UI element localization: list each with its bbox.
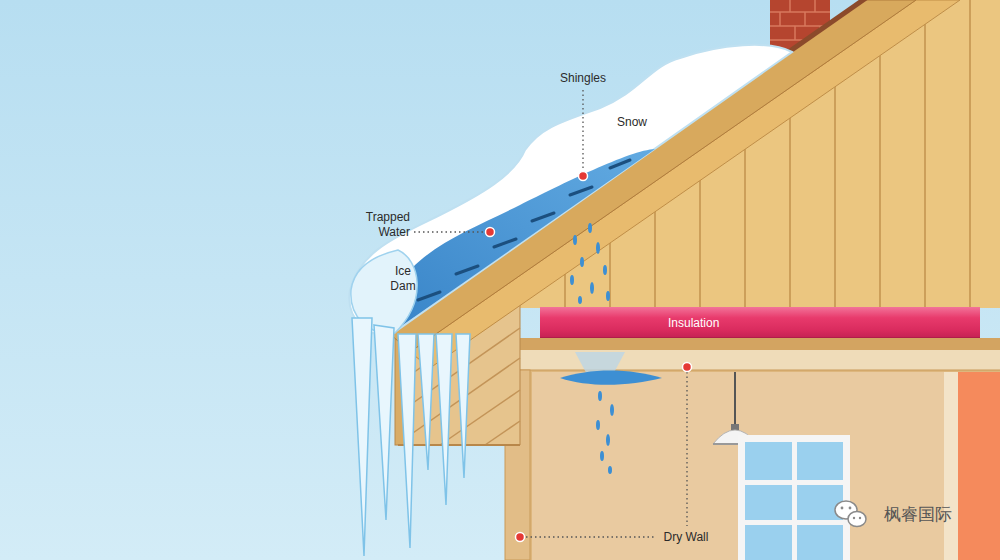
part-label: Dry Wall: [664, 530, 709, 545]
window: [738, 435, 850, 560]
part-label: Trapped Water: [346, 210, 410, 240]
part-label: Ice Dam: [384, 264, 422, 294]
pendant-lamp: [713, 372, 757, 444]
band-label: Insulation: [668, 316, 719, 330]
trapped-water: [398, 149, 655, 327]
part-label: Snow: [617, 115, 647, 130]
part-label: Shingles: [560, 71, 606, 86]
shingle-gaps: [418, 160, 630, 300]
callout-dots: [486, 172, 692, 542]
ceiling-leak: [560, 352, 662, 474]
attic-drips: [570, 223, 610, 304]
watermark: 枫睿国际: [884, 505, 952, 525]
icicles: [352, 318, 470, 556]
wechat-icon: [835, 501, 866, 527]
house-wall: [505, 338, 1000, 560]
insulation-band: Insulation: [540, 307, 980, 338]
snow: [349, 45, 792, 335]
